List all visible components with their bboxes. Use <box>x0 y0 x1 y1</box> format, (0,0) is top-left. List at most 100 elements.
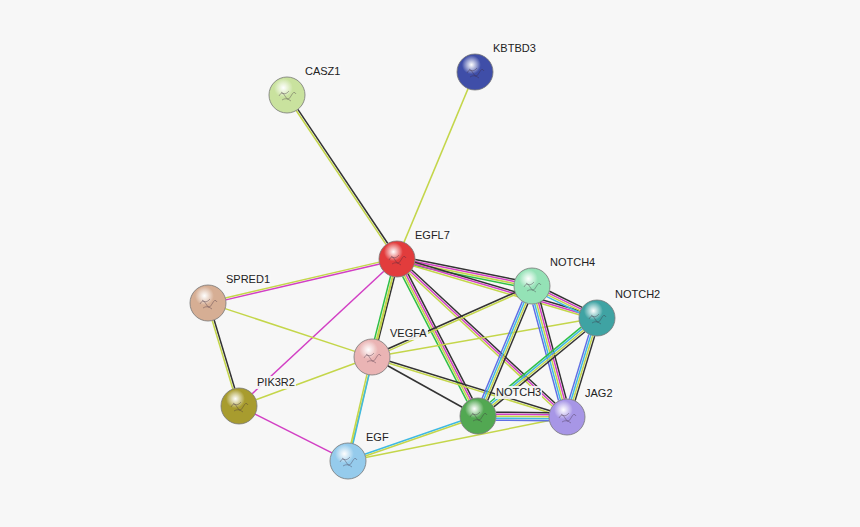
node-sphere <box>220 387 258 425</box>
protein-node: CASZ1 <box>268 76 306 114</box>
evidence-line <box>412 270 556 403</box>
interaction-edge <box>414 262 581 315</box>
structure-sketch <box>589 314 606 324</box>
interaction-edge <box>352 276 393 443</box>
evidence-line <box>388 292 515 348</box>
evidence-line <box>298 109 388 243</box>
node-circle <box>549 399 585 435</box>
evidence-line <box>415 262 580 311</box>
structure-sketch <box>200 299 217 309</box>
evidence-line <box>490 327 581 402</box>
node-sphere <box>329 442 367 480</box>
interaction-edge <box>547 291 582 312</box>
node-circle <box>379 241 415 277</box>
structure-sketch <box>559 413 576 423</box>
evidence-line <box>549 291 582 307</box>
node-label: KBTBD3 <box>492 42 537 55</box>
evidence-line <box>252 271 384 393</box>
evidence-line <box>496 417 549 419</box>
node-sphere <box>378 240 416 278</box>
node-sphere <box>513 267 551 305</box>
node-label: EGFL7 <box>414 229 451 242</box>
evidence-line <box>547 297 580 313</box>
structure-sketch <box>467 68 484 78</box>
protein-node: VEGFA <box>353 338 391 376</box>
protein-node: NOTCH3 <box>459 397 497 435</box>
evidence-line <box>491 329 582 404</box>
evidence-line <box>296 111 386 245</box>
node-sphere <box>456 53 494 91</box>
protein-node: NOTCH2 <box>578 299 616 337</box>
node-circle <box>457 54 493 90</box>
evidence-line <box>365 421 461 454</box>
node-circle <box>354 339 390 375</box>
evidence-line <box>548 295 581 311</box>
protein-node: NOTCH4 <box>513 267 551 305</box>
evidence-line <box>352 276 393 443</box>
node-sphere <box>578 299 616 337</box>
structure-sketch <box>231 402 248 412</box>
node-circle <box>460 398 496 434</box>
evidence-line <box>256 363 355 400</box>
interaction-edge <box>496 412 549 421</box>
node-sphere <box>353 338 391 376</box>
node-label: CASZ1 <box>304 65 341 78</box>
evidence-line <box>496 413 549 415</box>
node-circle <box>269 77 305 113</box>
evidence-line <box>549 293 582 309</box>
node-circle <box>221 388 257 424</box>
structure-sketch <box>470 412 487 422</box>
evidence-line <box>366 421 550 458</box>
evidence-line <box>494 332 585 407</box>
interaction-edge <box>296 109 388 244</box>
node-label: NOTCH2 <box>614 288 661 301</box>
evidence-line <box>255 414 332 453</box>
protein-node: EGFL7 <box>378 240 416 278</box>
interaction-edge <box>252 271 384 393</box>
protein-node: PIK3R2 <box>220 387 258 425</box>
structure-sketch <box>364 353 381 363</box>
interaction-edge <box>225 262 379 300</box>
node-label: SPRED1 <box>225 273 271 286</box>
evidence-line <box>404 89 468 243</box>
evidence-line <box>414 266 579 315</box>
interaction-edge <box>404 89 468 243</box>
node-label: PIK3R2 <box>256 376 296 389</box>
evidence-line <box>389 294 516 350</box>
node-circle <box>514 268 550 304</box>
evidence-line <box>212 321 233 390</box>
node-label: NOTCH4 <box>549 256 596 269</box>
evidence-line <box>414 264 579 313</box>
structure-sketch <box>279 91 296 101</box>
evidence-line <box>496 411 549 413</box>
node-circle <box>579 300 615 336</box>
structure-sketch <box>340 457 357 467</box>
node-sphere <box>548 398 586 436</box>
evidence-line <box>365 423 461 456</box>
evidence-line <box>214 320 235 389</box>
protein-node: JAG2 <box>548 398 586 436</box>
node-sphere <box>189 284 227 322</box>
node-sphere <box>268 76 306 114</box>
protein-node: SPRED1 <box>189 284 227 322</box>
node-label: NOTCH3 <box>495 386 542 399</box>
evidence-line <box>496 419 549 421</box>
node-circle <box>330 443 366 479</box>
interaction-edge <box>255 414 332 453</box>
protein-node: EGF <box>329 442 367 480</box>
evidence-line <box>496 415 549 417</box>
structure-sketch <box>524 282 541 292</box>
interaction-edge <box>212 320 235 389</box>
interaction-edge <box>366 421 550 458</box>
interaction-edge <box>365 421 462 456</box>
evidence-line <box>225 262 379 298</box>
protein-node: KBTBD3 <box>456 53 494 91</box>
node-label: JAG2 <box>584 387 614 400</box>
node-label: EGF <box>365 431 390 444</box>
node-label: VEGFA <box>389 327 428 340</box>
interaction-edge <box>225 309 355 352</box>
node-sphere <box>459 397 497 435</box>
structure-sketch <box>389 255 406 265</box>
